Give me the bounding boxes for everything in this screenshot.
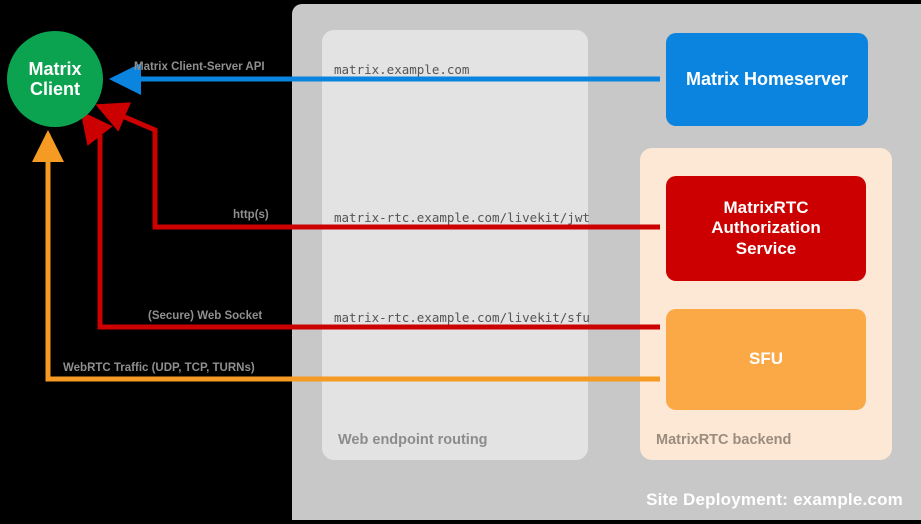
matrixrtc-authorization-service-node[interactable]: MatrixRTC Authorization Service bbox=[666, 176, 866, 281]
web-endpoint-routing-panel: Web endpoint routing bbox=[322, 30, 588, 460]
web-endpoint-routing-label: Web endpoint routing bbox=[338, 432, 488, 448]
matrix-homeserver-node[interactable]: Matrix Homeserver bbox=[666, 33, 868, 126]
matrix-client-label-line1: Matrix bbox=[28, 58, 82, 79]
sfu-node[interactable]: SFU bbox=[666, 309, 866, 410]
sfu-label: SFU bbox=[749, 349, 783, 369]
matrix-homeserver-label: Matrix Homeserver bbox=[685, 68, 849, 89]
edge-label-websocket: (Secure) Web Socket bbox=[148, 310, 263, 322]
auth-label-line3: Service bbox=[735, 238, 797, 258]
auth-label-line2: Authorization bbox=[711, 218, 821, 238]
auth-label-line1: MatrixRTC bbox=[723, 198, 809, 218]
site-deployment-label: Site Deployment: example.com bbox=[646, 490, 903, 509]
edge-label-jwt: http(s) bbox=[233, 209, 269, 221]
endpoint-url-jwt: matrix-rtc.example.com/livekit/jwt bbox=[334, 210, 590, 225]
endpoint-url-websocket: matrix-rtc.example.com/livekit/sfu bbox=[334, 310, 590, 325]
matrix-client-node[interactable]: Matrix Client bbox=[7, 31, 103, 127]
matrix-client-label-line2: Client bbox=[29, 79, 80, 99]
matrixrtc-authorization-service-label: MatrixRTC Authorization Service bbox=[711, 198, 821, 258]
edge-label-webrtc: WebRTC Traffic (UDP, TCP, TURNs) bbox=[63, 362, 255, 374]
matrixrtc-backend-label: MatrixRTC backend bbox=[656, 432, 792, 448]
endpoint-url-cs-api: matrix.example.com bbox=[334, 62, 470, 77]
edge-label-cs-api: Matrix Client-Server API bbox=[134, 61, 265, 73]
